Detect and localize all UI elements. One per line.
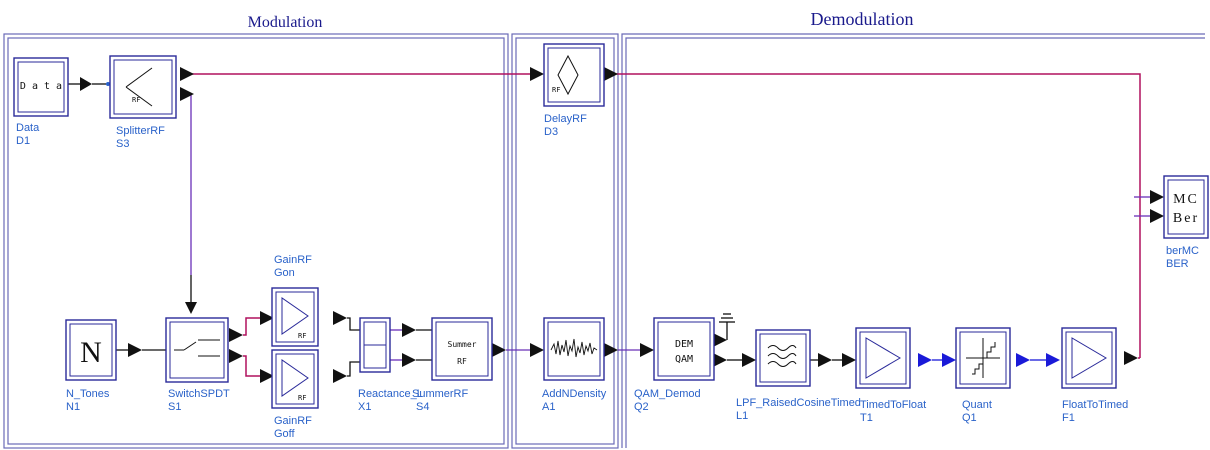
ber-input-arrows	[1134, 190, 1164, 223]
quant-block-name: Quant	[962, 399, 992, 411]
delay-rf-block[interactable]: RF	[543, 43, 605, 107]
n-tones-block-name: N_Tones	[66, 388, 110, 400]
reactance-l-block[interactable]	[359, 317, 391, 373]
data-to-splitter-wire	[68, 77, 110, 91]
switch-block-id: S1	[168, 401, 181, 413]
delay-block-id: D3	[544, 126, 558, 138]
gain-off-block[interactable]: RF	[271, 349, 319, 409]
lpf-block-id: L1	[736, 410, 748, 422]
gains-to-reactance-wire	[333, 311, 360, 383]
reactance-block-name: Reactance_L	[358, 388, 423, 400]
ber-block-name: berMC	[1166, 245, 1199, 257]
ttf-block-name: TimedToFloat	[860, 399, 926, 411]
reference-path-wire	[185, 73, 1141, 358]
switch-icon	[174, 339, 220, 357]
gain-off-block-id: Goff	[274, 428, 296, 440]
ftt-block-id: F1	[1062, 412, 1075, 424]
data-block-inner-text: D a t a	[20, 81, 62, 92]
ber-inner-text-top: MC	[1173, 192, 1199, 207]
gain-off-inner-text: RF	[298, 394, 306, 402]
summer-inner-text-top: Summer	[448, 340, 477, 349]
quantizer-icon	[966, 338, 1000, 378]
qam-block-id: Q2	[634, 401, 649, 413]
delay-inner-text: RF	[552, 86, 560, 94]
summer-block-id: S4	[416, 401, 429, 413]
switch-block-name: SwitchSPDT	[168, 388, 230, 400]
reactance-block-id: X1	[358, 401, 371, 413]
demodulation-title: Demodulation	[811, 9, 914, 29]
gain-on-inner-text: RF	[298, 332, 306, 340]
ftt-block-name: FloatToTimed	[1062, 399, 1128, 411]
lpf-raised-cosine-block[interactable]	[755, 329, 811, 387]
delay-diamond-icon	[557, 54, 579, 96]
gain-on-block[interactable]: RF	[271, 287, 319, 347]
quant-to-ftt-wire	[1016, 353, 1060, 367]
n-tones-block-id: N1	[66, 401, 80, 413]
lpf-to-ttf-wire	[810, 353, 856, 367]
qam-to-lpf-wire	[713, 313, 756, 367]
data-block-id: D1	[16, 135, 30, 147]
qam-block-name: QAM_Demod	[634, 388, 701, 400]
ftt-to-ber-wire	[1124, 351, 1140, 365]
float-to-timed-block[interactable]	[1061, 327, 1117, 389]
qam-inner-text-bottom: QAM	[675, 354, 693, 365]
splitter-block-id: S3	[116, 138, 129, 150]
noise-icon	[550, 338, 598, 358]
switch-spdt-block[interactable]	[165, 317, 229, 383]
lpf-block-name: LPF_RaisedCosineTimed	[736, 397, 861, 409]
filter-icon	[767, 345, 797, 367]
summer-to-noise-wire	[492, 343, 544, 357]
amplifier-icon	[281, 297, 309, 335]
quant-block-id: Q1	[962, 412, 977, 424]
ber-block-id: BER	[1166, 258, 1189, 270]
gain-on-block-id: Gon	[274, 267, 295, 279]
summer-inner-text-bottom: RF	[457, 357, 467, 366]
data-block-name: Data	[16, 122, 40, 134]
splitter-block-name: SplitterRF	[116, 125, 165, 137]
ttf-to-quant-wire	[918, 353, 956, 367]
ber-inner-text-bottom: Ber	[1173, 211, 1199, 226]
n-tones-block[interactable]: N	[65, 319, 117, 381]
data-source-block[interactable]: D a t a	[13, 57, 69, 117]
delay-arrows	[530, 67, 618, 81]
ber-mc-block[interactable]: MC Ber	[1163, 175, 1209, 239]
qam-inner-text-top: DEM	[675, 339, 693, 350]
ttf-block-id: T1	[860, 412, 873, 424]
converter-triangle-icon	[1071, 337, 1107, 379]
splitter-icon	[125, 67, 153, 88]
summer-rf-block[interactable]: Summer RF	[431, 317, 493, 381]
reactance-to-summer-wire	[388, 323, 434, 367]
splitter-inner-text: RF	[132, 96, 140, 104]
modulation-frame	[3, 33, 509, 449]
middle-frame	[511, 33, 619, 449]
modulation-title: Modulation	[248, 14, 323, 31]
demodulation-frame	[621, 33, 1205, 448]
splitter-rf-block[interactable]: RF	[109, 55, 177, 119]
splitter-output-arrows	[180, 67, 194, 101]
noise-block-name: AddNDensity	[542, 388, 607, 400]
switch-to-gains-wire	[229, 311, 274, 383]
ntones-to-switch-wire	[116, 343, 166, 357]
gain-on-block-name: GainRF	[274, 254, 312, 266]
timed-to-float-block[interactable]	[855, 327, 911, 389]
summer-block-name: SummerRF	[412, 388, 469, 400]
add-noise-density-block[interactable]	[543, 317, 605, 381]
delay-block-name: DelayRF	[544, 113, 587, 125]
amplifier-icon	[281, 359, 309, 397]
gain-off-block-name: GainRF	[274, 415, 312, 427]
converter-triangle-icon	[865, 337, 901, 379]
n-tones-inner-text: N	[80, 336, 102, 369]
qam-demod-block[interactable]: DEM QAM	[653, 317, 715, 381]
noise-block-id: A1	[542, 401, 555, 413]
quant-block[interactable]	[955, 327, 1011, 389]
noise-to-qam-wire	[604, 343, 654, 357]
